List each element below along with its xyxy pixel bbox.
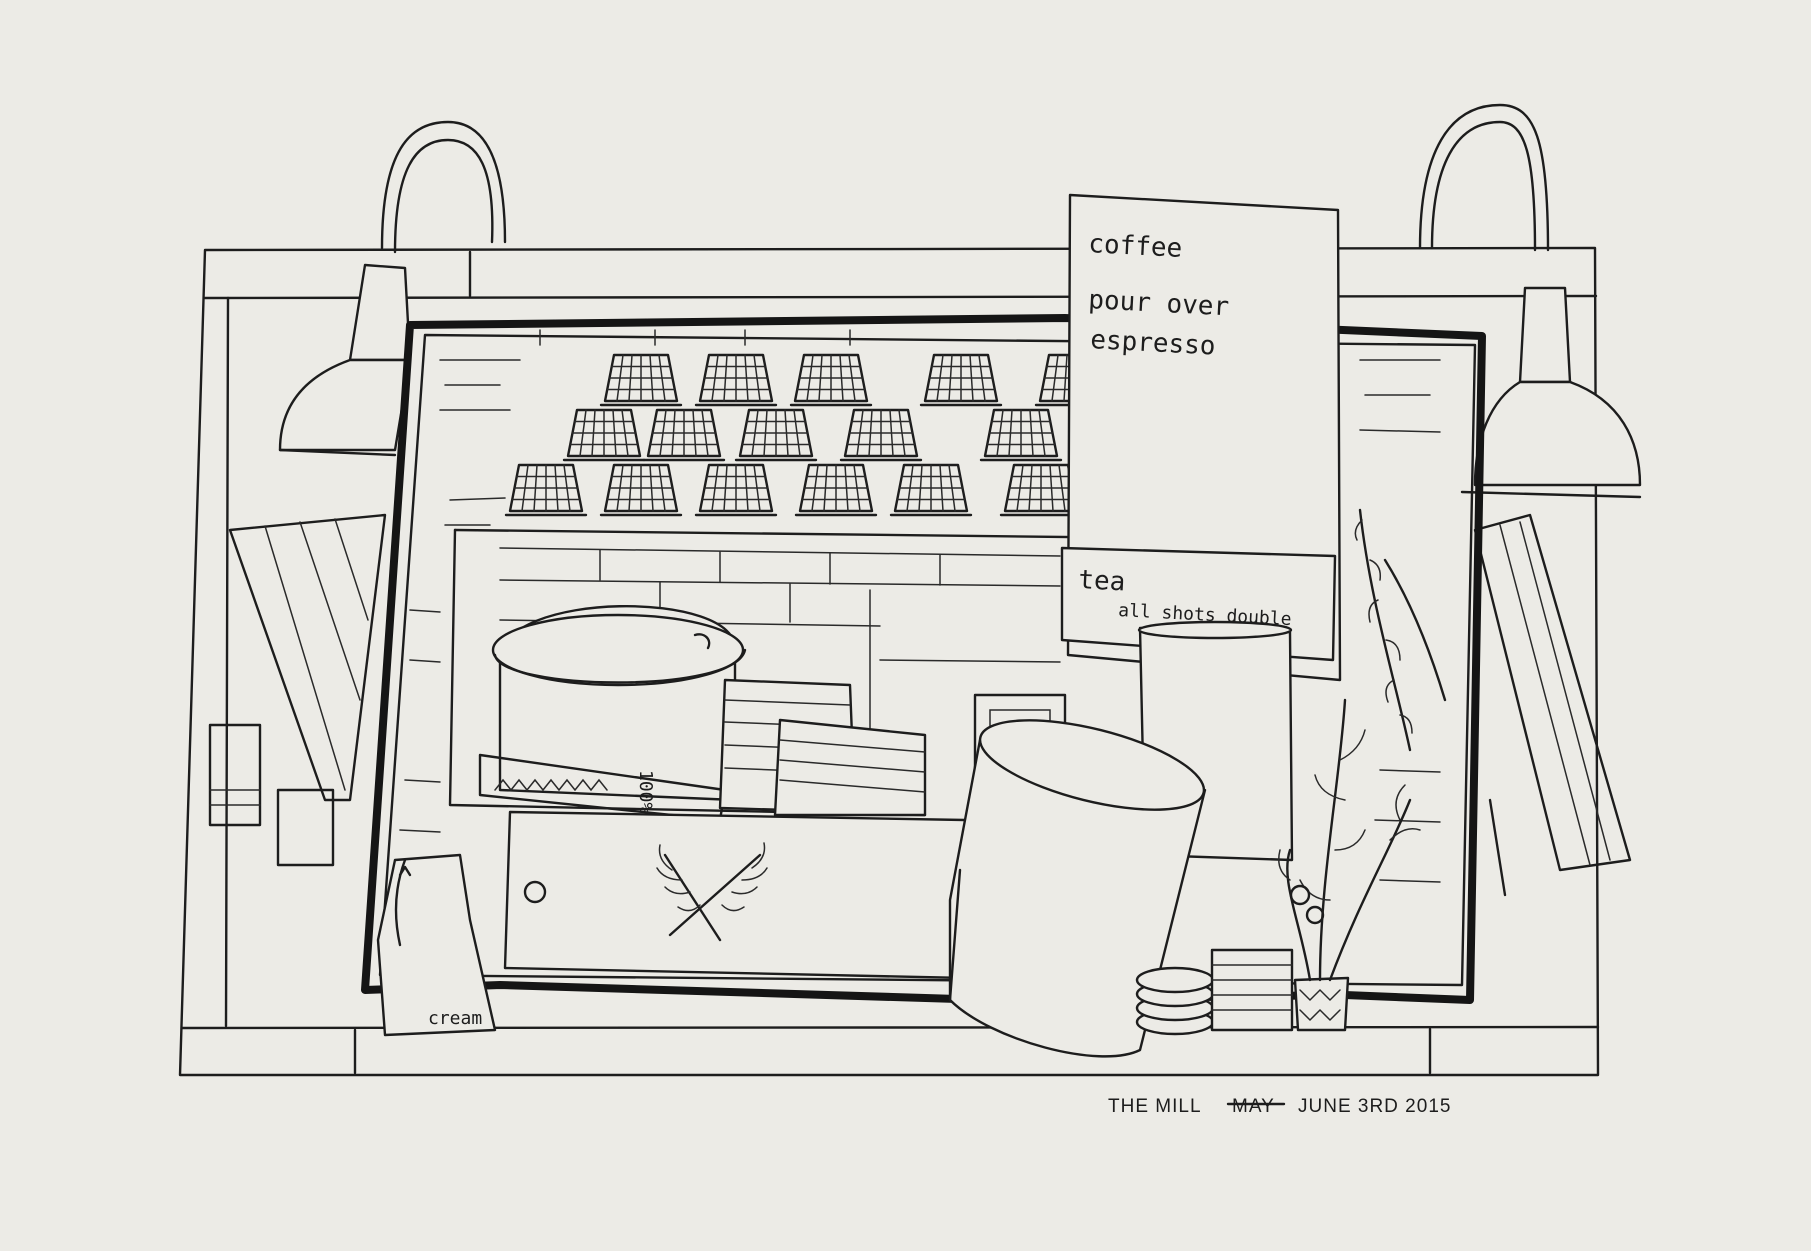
stacked-cup (919, 353, 1003, 407)
stacked-cup (504, 463, 588, 517)
stacked-cups-group (504, 353, 1203, 517)
stacked-cup (839, 408, 923, 462)
stacked-cup (599, 353, 683, 407)
caption-date: JUNE 3RD 2015 (1298, 1096, 1451, 1117)
stacked-cup (789, 353, 873, 407)
stacked-cup (694, 463, 778, 517)
stacked-cup (562, 408, 646, 462)
caption-struck-word: MAY (1232, 1096, 1275, 1117)
back-panel-wood-grain (399, 329, 1441, 883)
menu-item-espresso: espresso (1090, 325, 1217, 362)
stacked-cup (979, 408, 1063, 462)
leaning-boards-right (1473, 513, 1632, 897)
stacked-cup (642, 408, 726, 462)
menu-item-coffee: coffee (1088, 229, 1183, 264)
menu-item-pour-over: pour over (1088, 285, 1230, 322)
leaning-boards-left (208, 513, 387, 867)
cream-label: cream (428, 1008, 482, 1029)
tea-tin: 100% (478, 605, 747, 822)
cream-jug: cream (376, 853, 497, 1037)
caption-place: THE MILL (1108, 1096, 1202, 1117)
stacked-cup (889, 463, 973, 517)
stacked-cup (999, 463, 1083, 517)
sketch-caption: THE MILL MAY JUNE 3RD 2015 (1108, 1096, 1451, 1117)
stacked-cup (794, 463, 878, 517)
potted-plant (1278, 508, 1447, 1032)
laurel-box (503, 810, 967, 980)
saucer-stack (1135, 948, 1294, 1036)
tea-sign-title: tea (1078, 565, 1126, 597)
stacked-cup (694, 353, 778, 407)
stacked-cup (599, 463, 683, 517)
lamp-right (1418, 103, 1642, 499)
tin-label: 100% (635, 770, 656, 814)
lamp-left (278, 120, 507, 457)
stacked-cup (734, 408, 818, 462)
napkin-stack (718, 678, 927, 817)
